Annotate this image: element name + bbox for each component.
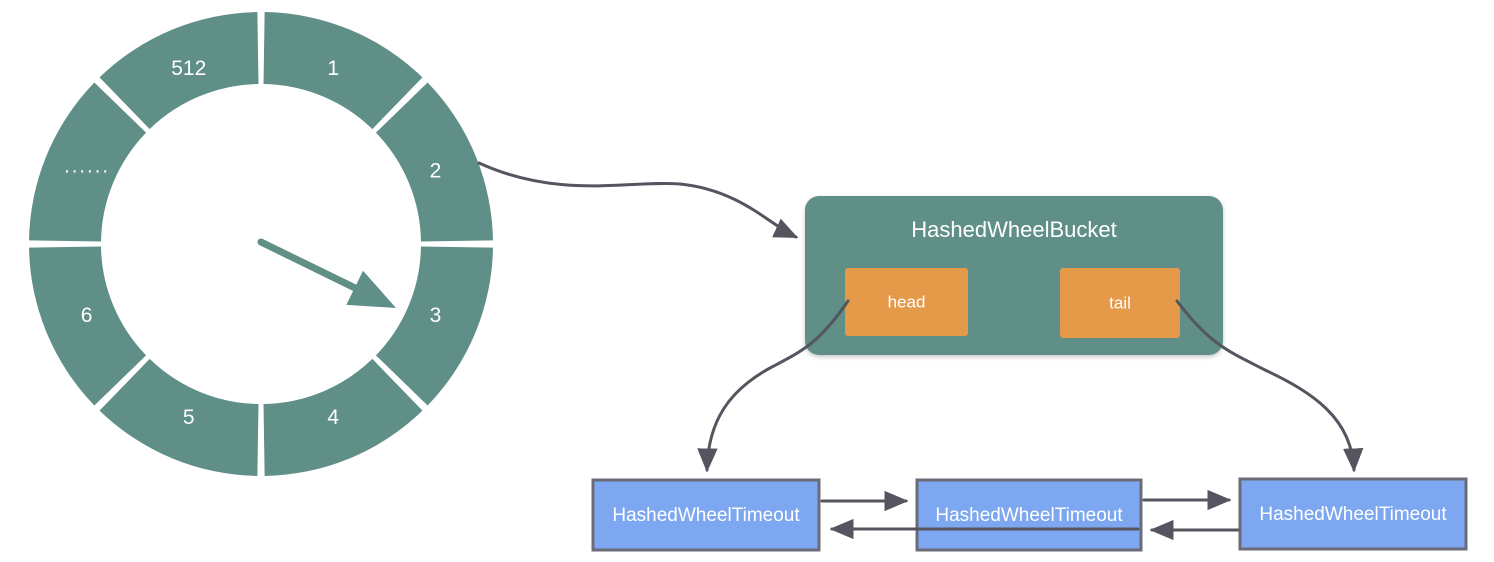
wheel-slot-4[interactable] — [263, 358, 423, 476]
wheel-slot-2[interactable] — [375, 82, 493, 242]
timeout-node-1[interactable] — [591, 478, 821, 552]
wheel-slot-1[interactable] — [263, 12, 423, 130]
timeout-node-3[interactable] — [1238, 477, 1468, 551]
bucket-head-box[interactable] — [845, 268, 968, 336]
timeout-node-1-label: HashedWheelTimeout — [612, 505, 800, 526]
timeout-list: HashedWheelTimeout HashedWheelTimeout Hash… — [591, 477, 1468, 552]
tail-to-last-timeout-arrow — [1175, 299, 1364, 473]
timeout-node-3-label: HashedWheelTimeout — [1259, 504, 1447, 525]
bucket-tail-box[interactable] — [1060, 268, 1180, 338]
wheel-slot-label: 3 — [430, 304, 442, 327]
wheel-slot-512[interactable] — [99, 12, 259, 130]
connectors — [477, 161, 1364, 541]
bucket-title: HashedWheelBucket — [911, 217, 1116, 242]
wheel-to-bucket-arrow — [477, 161, 799, 239]
wheel-slot-6[interactable] — [29, 246, 147, 406]
timeout-node-2-label: HashedWheelTimeout — [935, 505, 1123, 526]
wheel-slot-label: 1 — [327, 57, 339, 80]
timeout-node-2[interactable] — [915, 478, 1143, 552]
hashed-wheel-timer: 1 2 3 4 5 6 ······ 512 — [29, 12, 493, 476]
wheel-slot-3[interactable] — [375, 246, 493, 406]
head-to-first-timeout-arrow — [697, 299, 850, 473]
wheel-slot-label: ······ — [64, 160, 110, 182]
wheel-slot-label: 512 — [171, 57, 206, 80]
bucket-head-label: head — [888, 292, 926, 311]
clock-hand-shaft — [257, 238, 368, 296]
bucket-tail-label: tail — [1109, 293, 1131, 312]
wheel-slot-5[interactable] — [99, 358, 259, 476]
wheel-slot-label: 4 — [327, 406, 339, 429]
hashed-wheel-bucket[interactable]: HashedWheelBucket head tail — [805, 196, 1223, 355]
wheel-slot-label: 5 — [183, 406, 195, 429]
wheel-slot-ellipsis[interactable] — [29, 82, 147, 242]
wheel-slot-label: 2 — [430, 159, 442, 182]
clock-hand-arrow-icon — [346, 270, 396, 308]
wheel-slot-label: 6 — [81, 304, 93, 327]
